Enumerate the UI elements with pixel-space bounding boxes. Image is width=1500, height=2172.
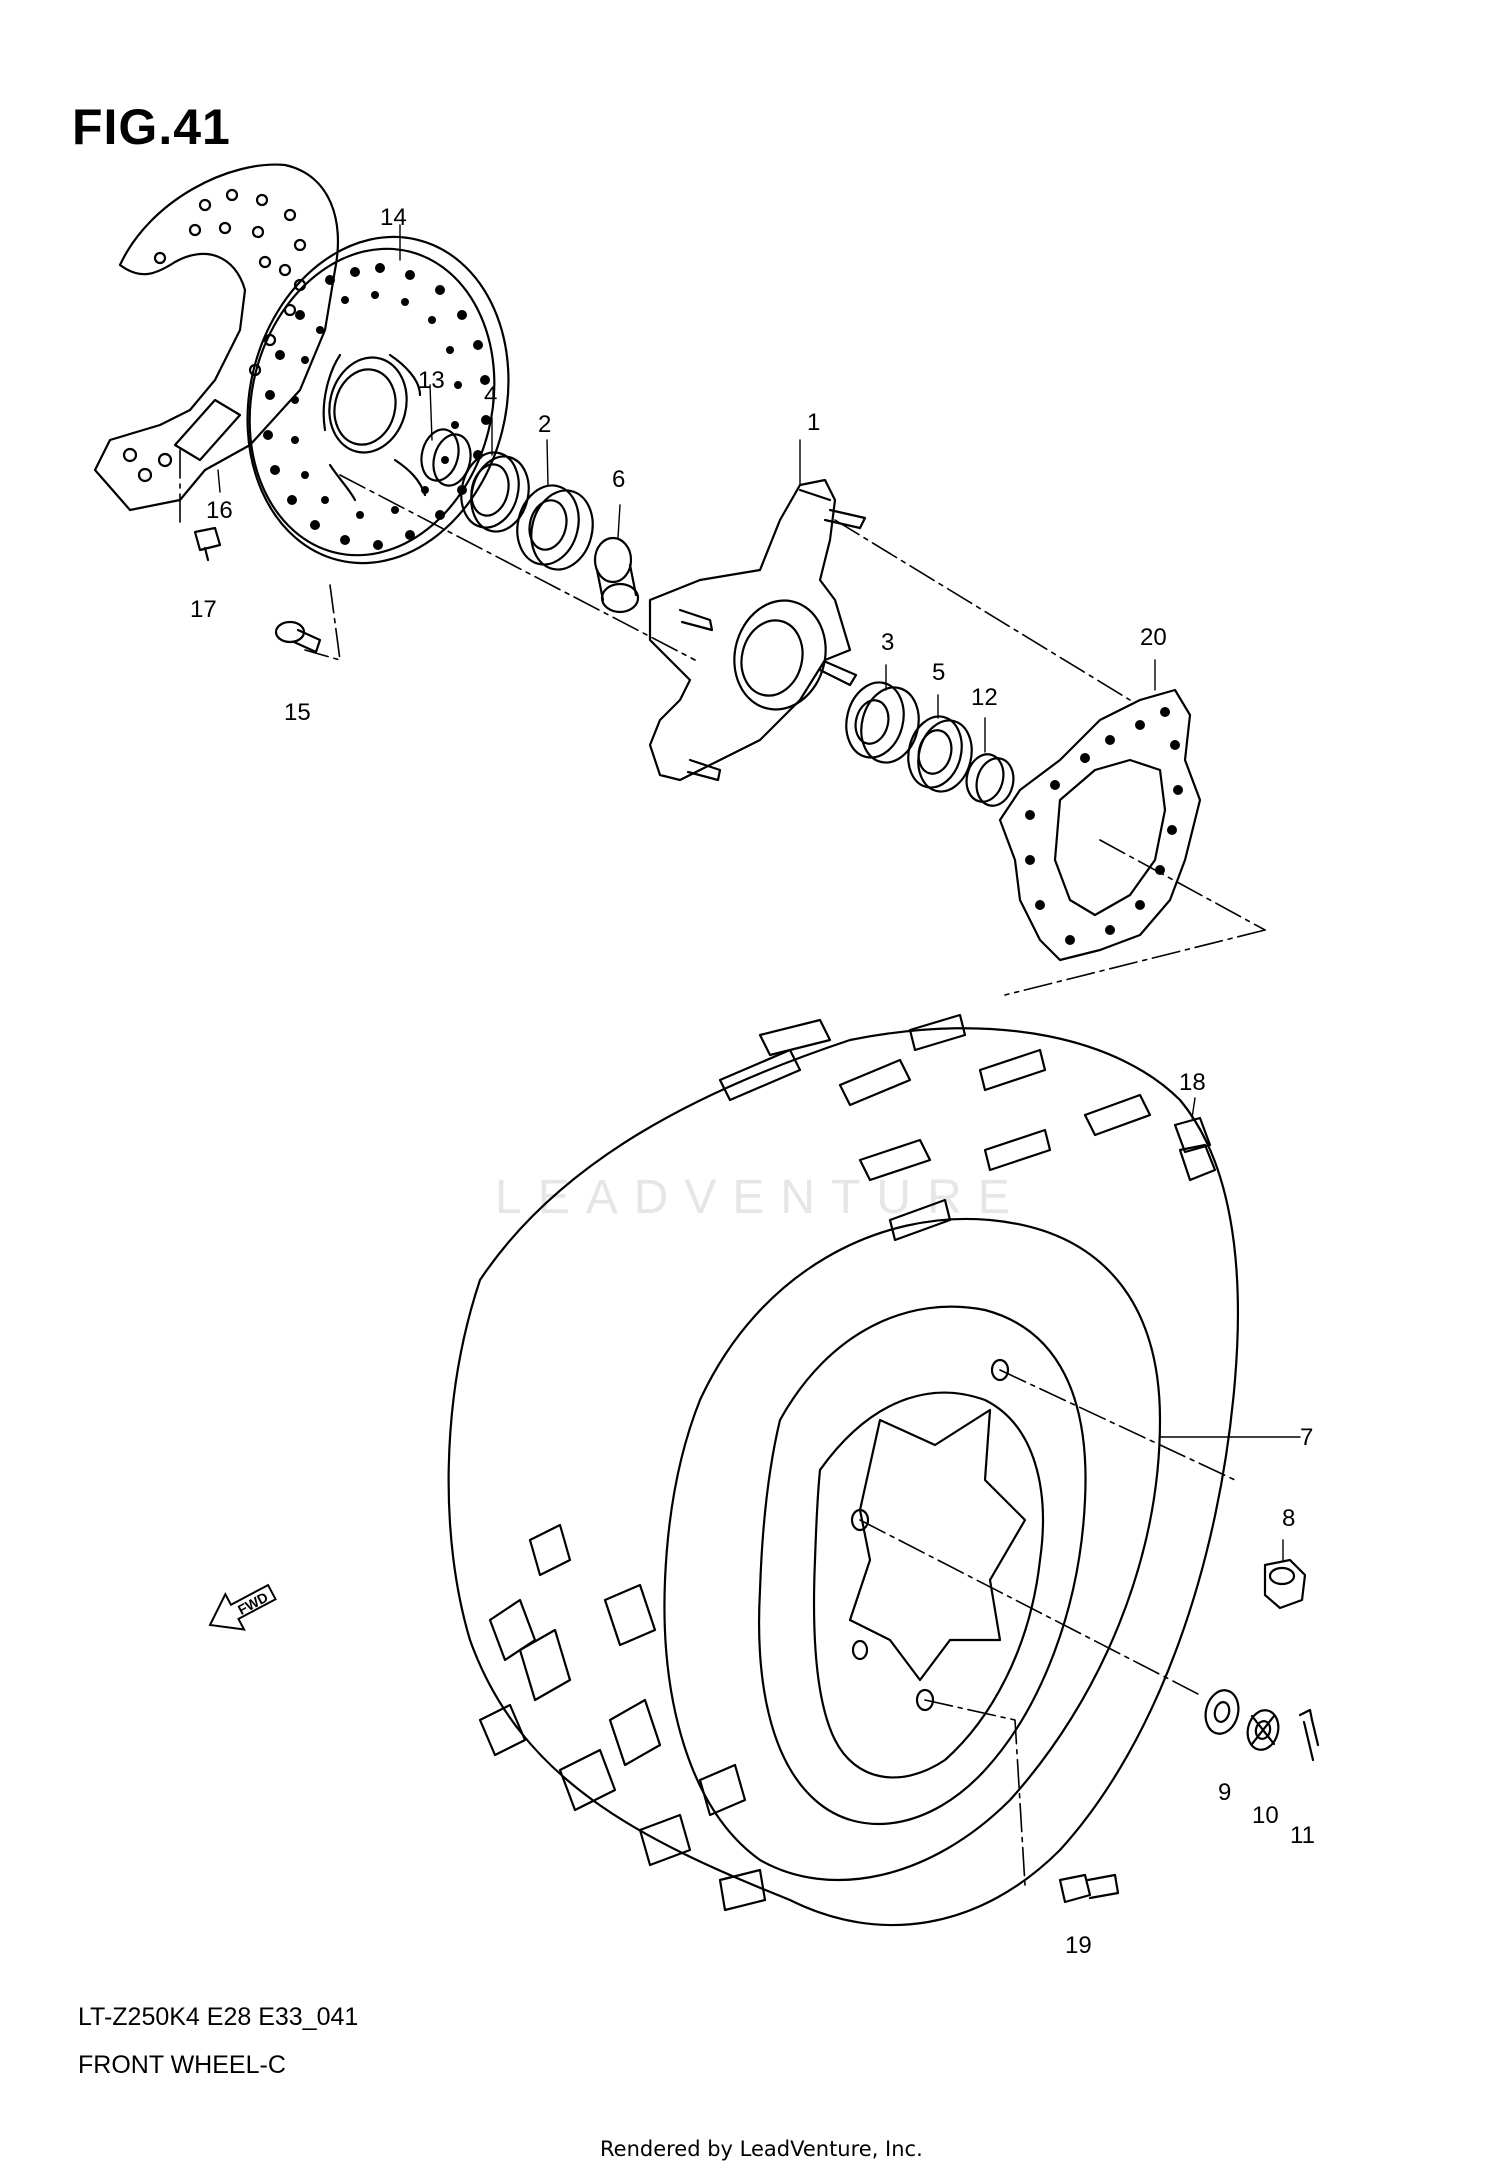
callout-7: 7 bbox=[1300, 1424, 1313, 1451]
hub-part bbox=[648, 478, 867, 782]
alignment-lines bbox=[179, 449, 1266, 1886]
brake-disc-holes bbox=[263, 263, 491, 550]
callout-12: 12 bbox=[971, 684, 998, 711]
callout-10: 10 bbox=[1252, 1802, 1279, 1829]
callout-19: 19 bbox=[1065, 1932, 1092, 1959]
washer-9-part bbox=[1204, 1689, 1240, 1735]
callout-numbers: 1 2 3 4 5 6 7 8 9 10 11 12 13 14 15 16 1… bbox=[190, 204, 1315, 1959]
callout-leaders bbox=[217, 224, 1301, 1561]
callout-2: 2 bbox=[538, 411, 551, 438]
callout-11: 11 bbox=[1290, 1822, 1315, 1849]
bolt-15-part bbox=[274, 620, 322, 654]
figure-title: FIG.41 bbox=[72, 99, 231, 155]
diagram-name: FRONT WHEEL-C bbox=[78, 2051, 286, 2079]
callout-18: 18 bbox=[1179, 1069, 1206, 1096]
guard-plate-part bbox=[998, 688, 1202, 962]
bearing-3-part bbox=[845, 681, 920, 764]
oil-seal-5-part bbox=[907, 715, 973, 793]
spacer-6-part bbox=[593, 536, 640, 614]
callout-13: 13 bbox=[418, 367, 445, 394]
callout-1: 1 bbox=[807, 409, 820, 436]
callout-14: 14 bbox=[380, 204, 407, 231]
fwd-arrow-icon: FWD bbox=[208, 1583, 277, 1631]
watermark: LEADVENTURE bbox=[495, 1171, 1026, 1224]
wheel-tire-part bbox=[447, 1027, 1239, 1927]
tire-tread bbox=[478, 1013, 1217, 1912]
spacer-12-part bbox=[965, 753, 1015, 807]
callout-17: 17 bbox=[190, 596, 217, 623]
cotter-pin-11-part bbox=[1298, 1708, 1320, 1762]
callout-20: 20 bbox=[1140, 624, 1167, 651]
callout-9: 9 bbox=[1218, 1779, 1231, 1806]
callout-8: 8 bbox=[1282, 1505, 1295, 1532]
nut-8-part bbox=[1263, 1558, 1307, 1610]
callout-16: 16 bbox=[206, 497, 233, 524]
callout-6: 6 bbox=[612, 466, 625, 493]
diagram-code: LT-Z250K4 E28 E33_041 bbox=[78, 2003, 359, 2031]
tread-insert-18-part bbox=[1173, 1116, 1212, 1154]
disc-guard-part bbox=[93, 163, 339, 512]
bearing-2-part bbox=[516, 484, 594, 571]
bolt-17-part bbox=[193, 526, 222, 562]
callout-3: 3 bbox=[881, 629, 894, 656]
castle-nut-10-part bbox=[1246, 1709, 1280, 1751]
brake-disc-part bbox=[246, 235, 510, 565]
callout-5: 5 bbox=[932, 659, 945, 686]
spacer-13-part bbox=[420, 428, 472, 487]
callout-15: 15 bbox=[284, 699, 311, 726]
callout-4: 4 bbox=[484, 382, 497, 409]
footer-credit: Rendered by LeadVenture, Inc. bbox=[600, 2137, 923, 2161]
guard-plate-holes bbox=[1025, 707, 1183, 945]
valve-19-part bbox=[1058, 1873, 1120, 1904]
